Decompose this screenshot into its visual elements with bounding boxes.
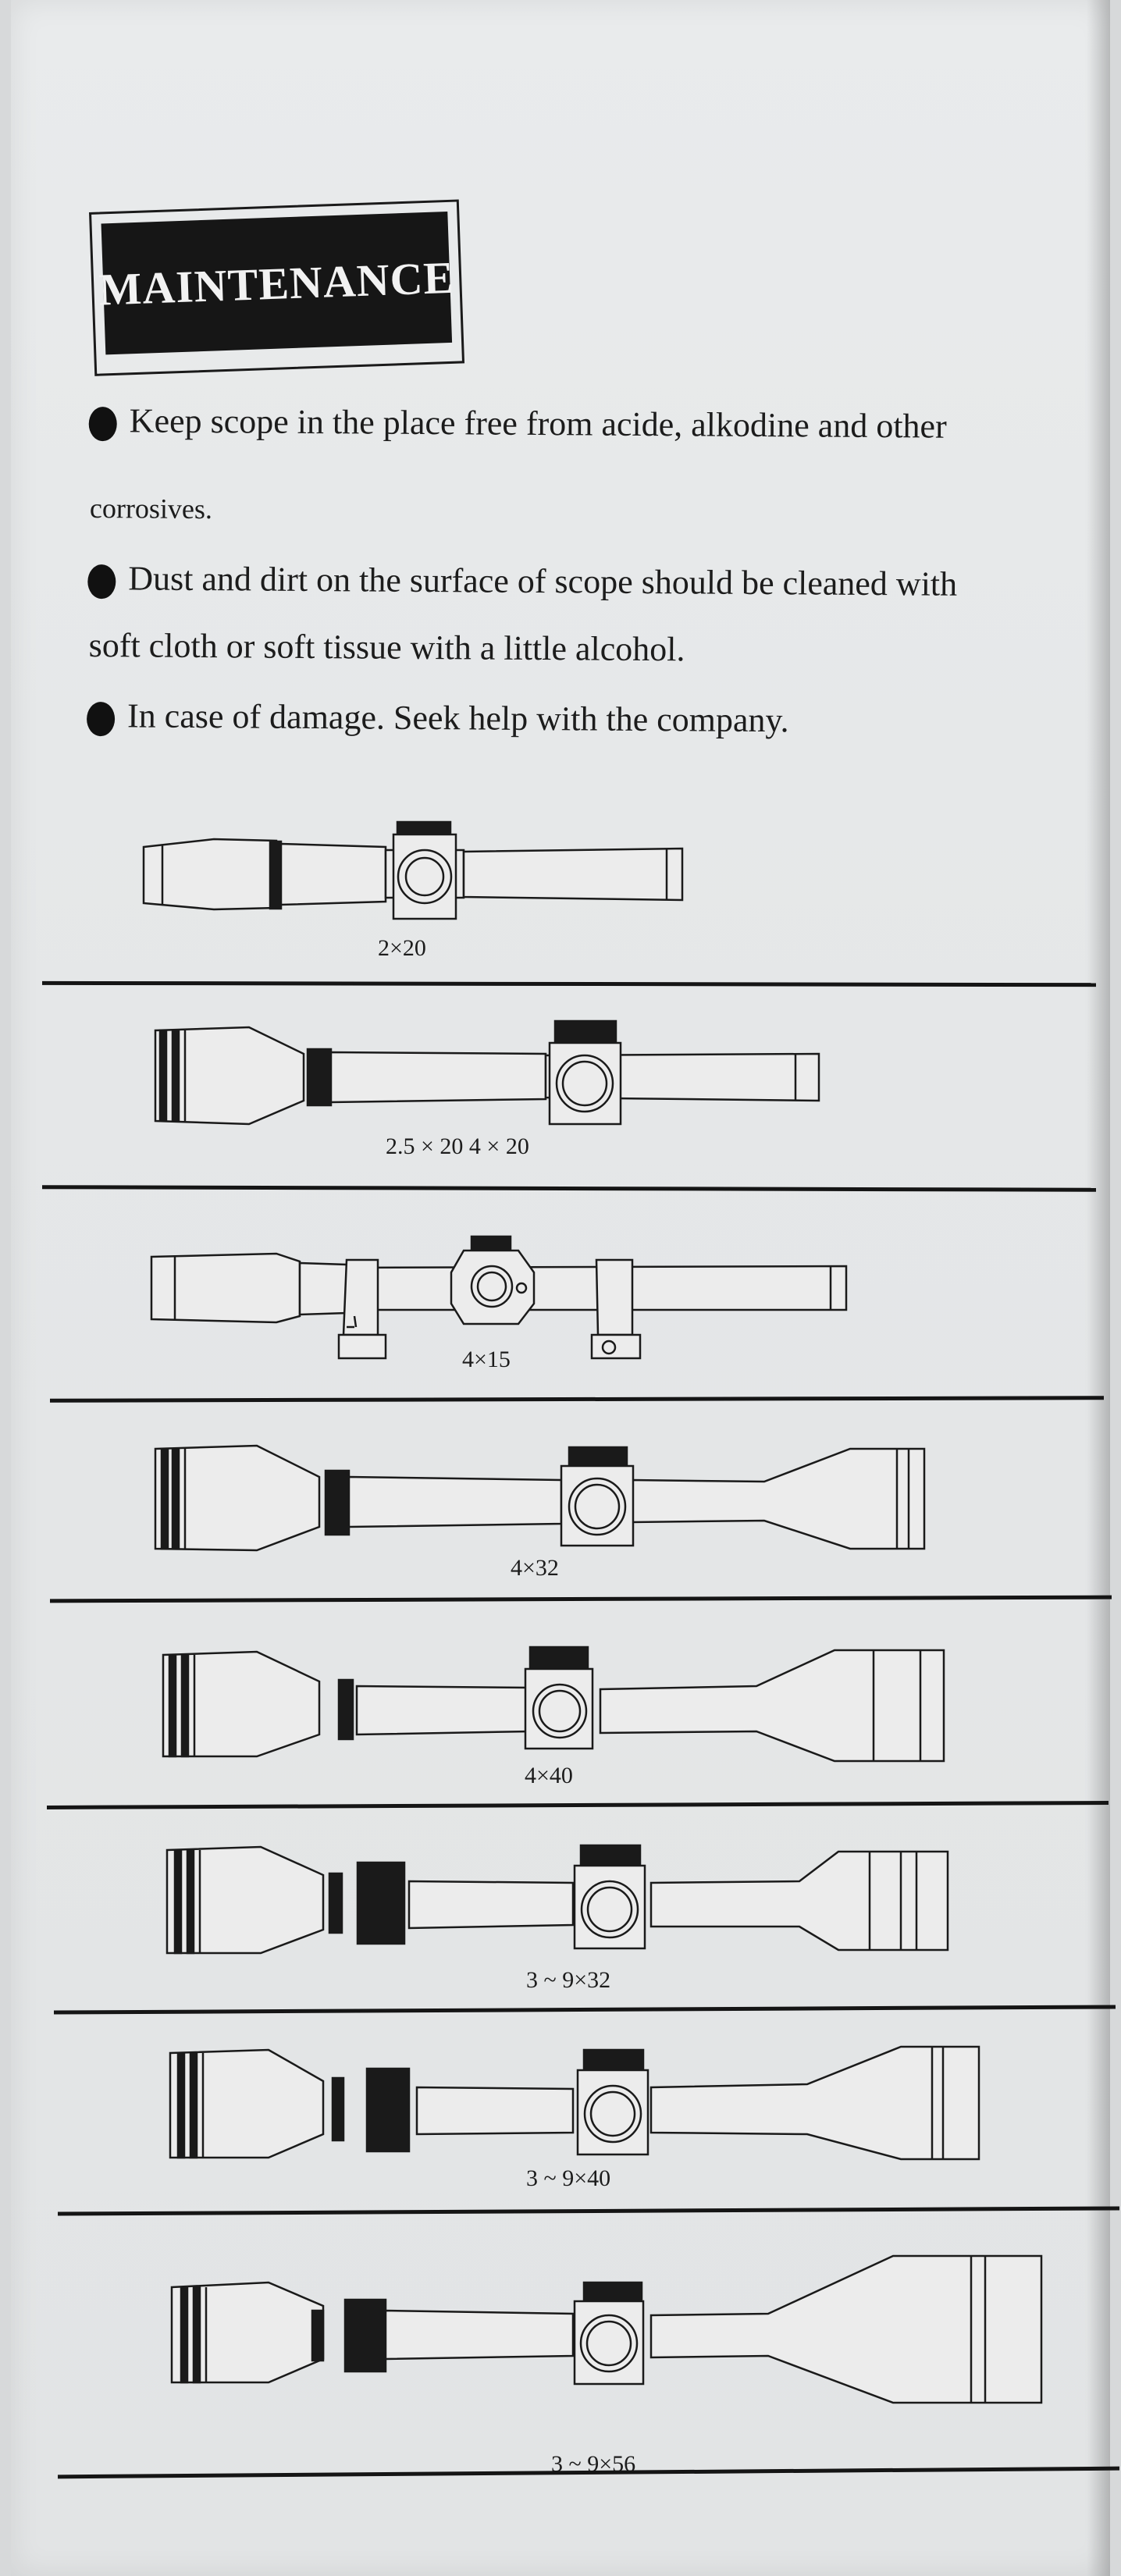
section-divider [46,1801,1109,1809]
scope-caption-2x20: 2×20 [378,935,426,961]
page-title: MAINTENANCE [98,251,456,315]
scope-4x15-drawing [144,1226,862,1366]
scope-caption-4x40: 4×40 [525,1763,573,1788]
scope-caption-4x32: 4×32 [511,1555,559,1581]
scope-caption-2.5x20-4x20: 2.5 × 20 4 × 20 [386,1133,529,1159]
section-divider [49,1595,1112,1603]
section-divider [49,1396,1105,1403]
bullet-dot-icon [87,564,116,600]
scope-caption-3-9x32: 3 ~ 9×32 [526,1967,611,1993]
bullet-1-line-1: Keep scope in the place free from acide,… [88,401,947,447]
bullet-dot-icon [88,406,117,442]
scope-4x40-drawing [148,1639,959,1772]
page-shadow [1087,0,1110,2576]
maintenance-list: Keep scope in the place free from acide,… [86,394,1057,739]
scope-3-9x56-drawing [159,2248,1049,2404]
bullet-2-line-2: soft cloth or soft tissue with a little … [88,626,685,669]
bullet-1-line-2: corrosives. [89,493,213,525]
bullet-dot-icon [86,701,116,737]
scope-2x20-drawing [136,816,706,933]
scope-caption-3-9x40: 3 ~ 9×40 [526,2165,611,2191]
title-frame: MAINTENANCE [89,199,465,376]
bullet-2-line-1: Dust and dirt on the surface of scope sh… [87,559,957,605]
scope-2.5x20-drawing [148,1015,835,1132]
scope-caption-4x15: 4×15 [462,1347,511,1372]
instruction-sheet: MAINTENANCE Keep scope in the place free… [11,0,1120,2576]
scope-3-9x40-drawing [159,2037,979,2170]
scope-4x32-drawing [148,1436,944,1561]
title-banner: MAINTENANCE [98,211,456,355]
bullet-3-line-1: In case of damage. Seek help with the co… [86,696,789,741]
section-divider [53,2005,1116,2015]
section-divider [41,980,1097,987]
section-divider [41,1185,1097,1192]
scope-3-9x32-drawing [151,1834,971,1967]
section-divider [57,2206,1120,2216]
